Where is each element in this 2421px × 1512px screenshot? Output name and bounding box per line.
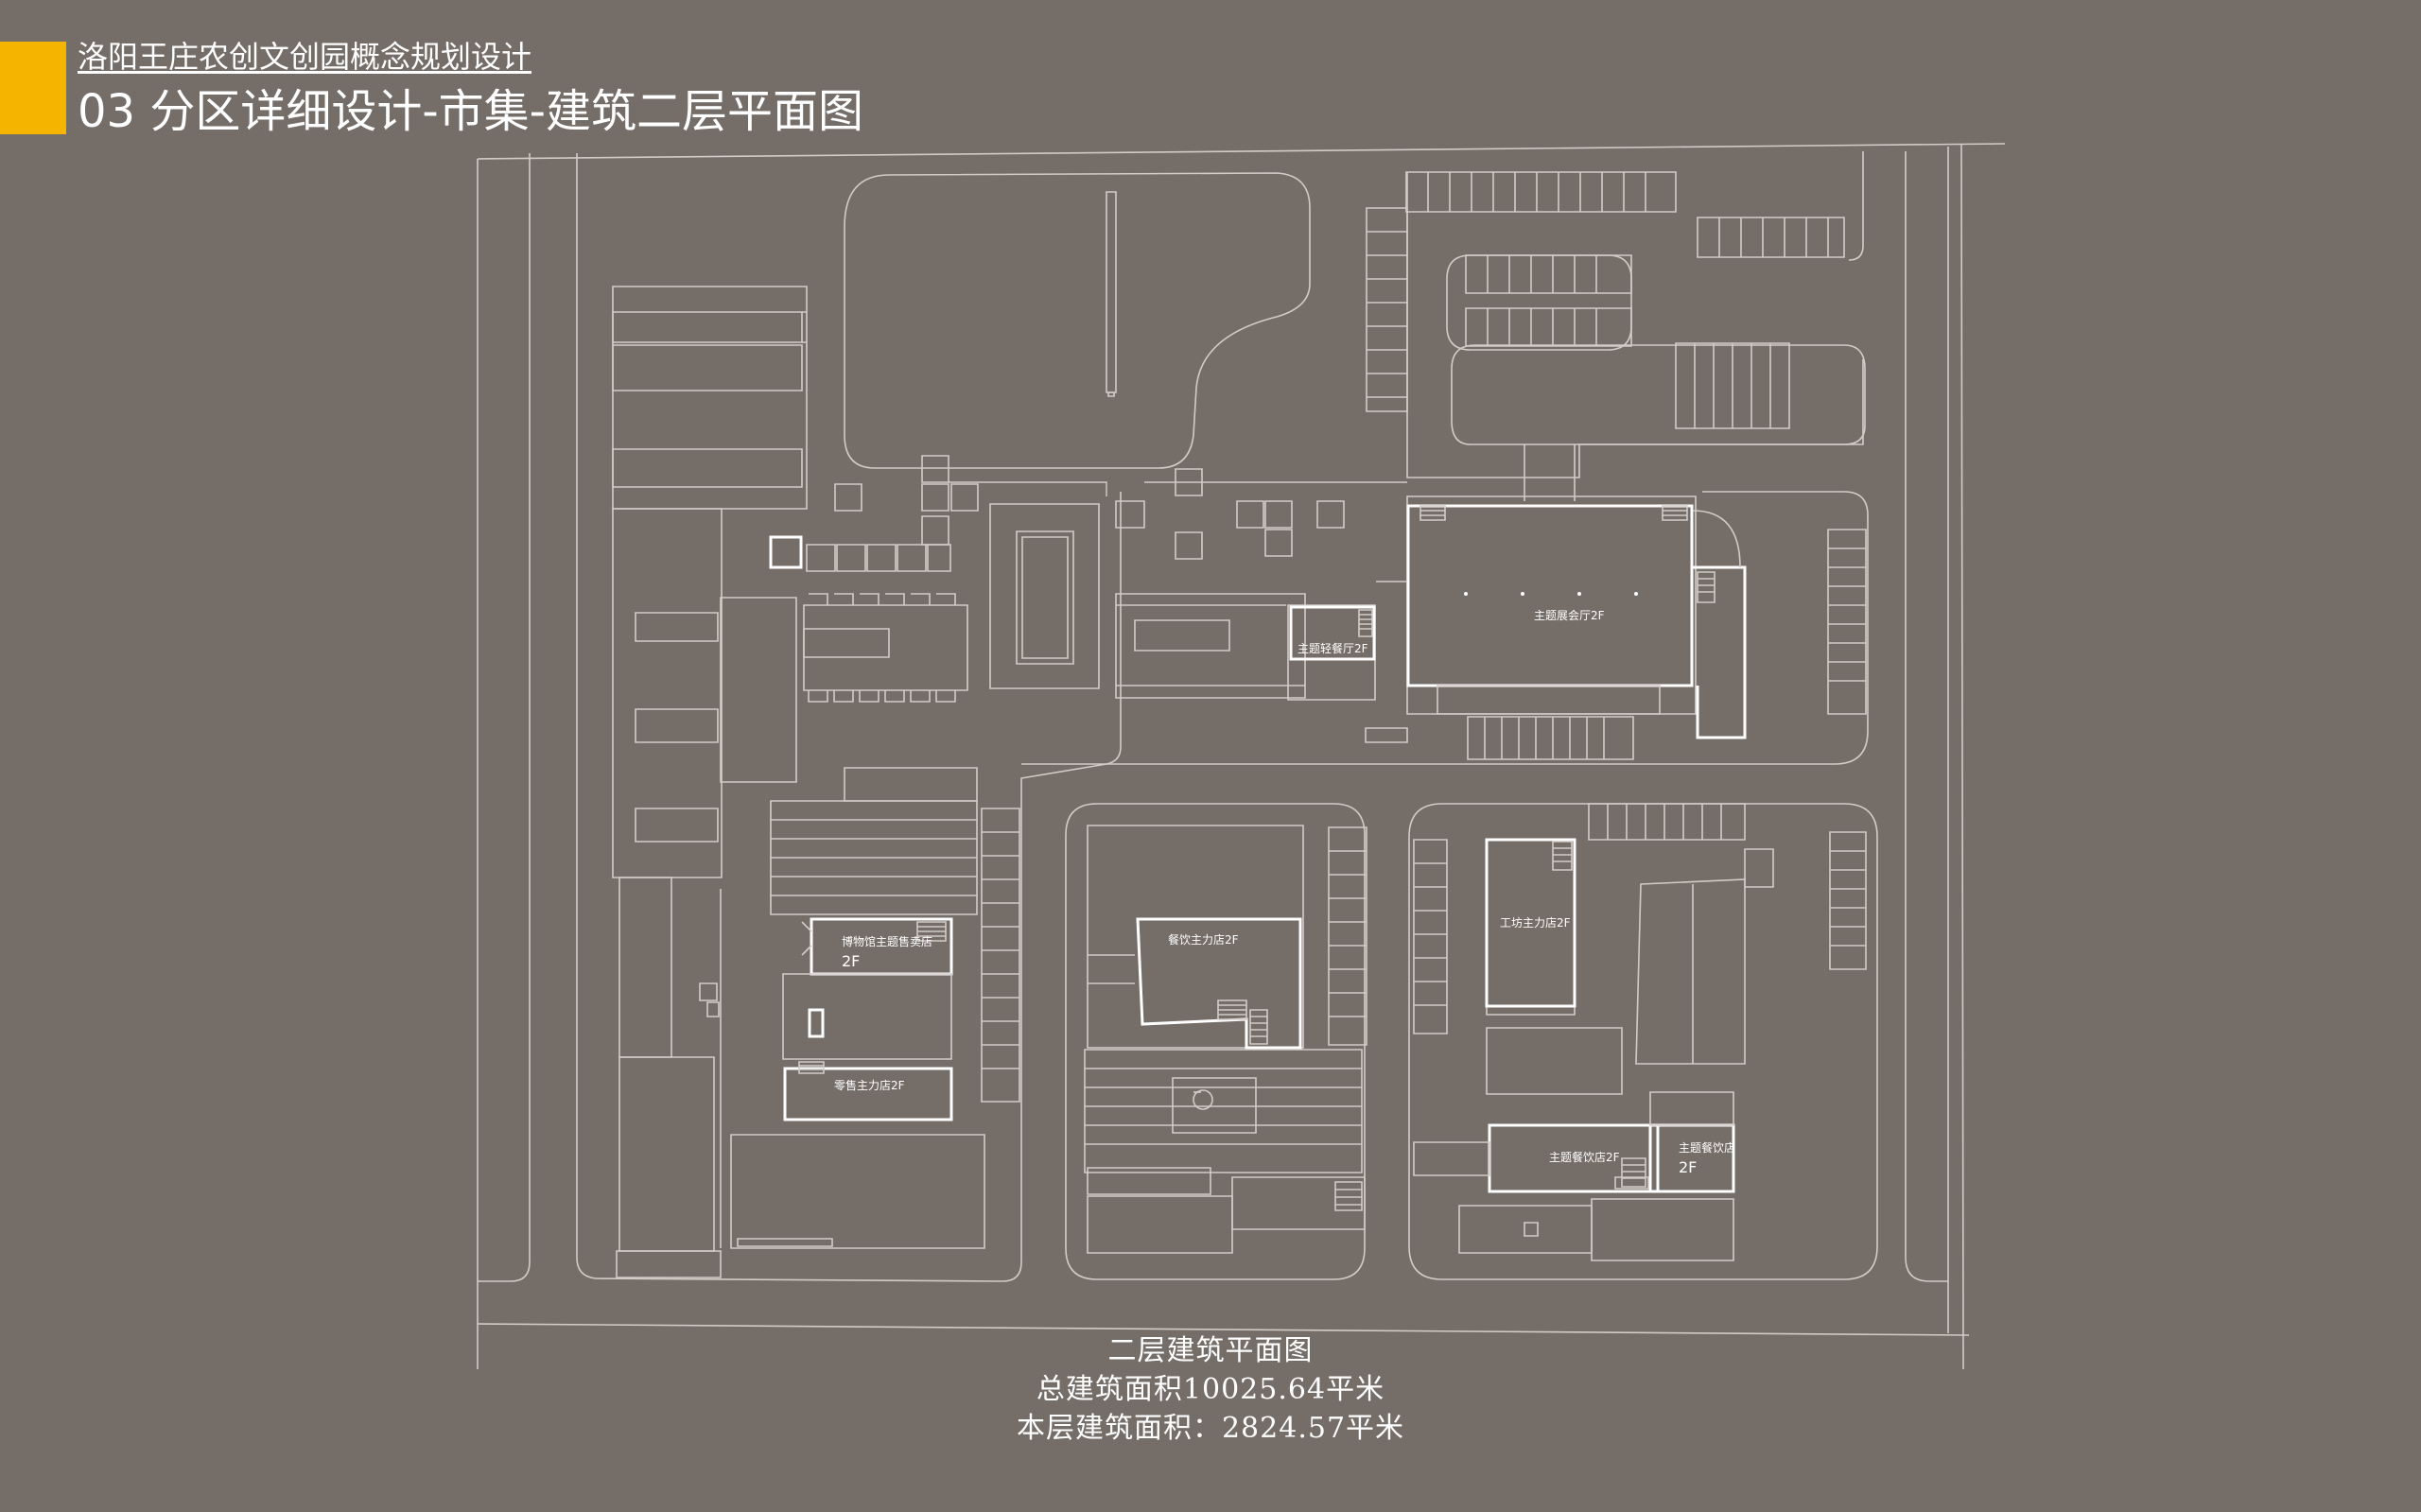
caption-total-area: 总建筑面积10025.64平米 [1036,1373,1385,1406]
pavilion-2f: 主题轻餐厅2F [1288,605,1407,742]
main-hall-label: 主题展会厅2F [1534,609,1605,622]
east-top-label: 工坊主力店2F [1500,915,1571,930]
center-block-2f: 餐饮主力店2F [1085,826,1367,1253]
east-block-2f: 工坊主力店2F 主题餐饮店2F 主题餐饮店 2F [1414,804,1866,1260]
misc-paths [949,482,1407,582]
plaza-kiosks [771,456,1344,571]
east-bottom-label: 主题餐饮店2F [1549,1150,1620,1164]
caption-title: 二层建筑平面图 [1107,1334,1314,1367]
west-block-2f: 博物馆主题售卖店 2F 零售主力店2F [731,768,1019,1248]
center-label: 餐饮主力店2F [1168,932,1239,947]
east-bottom-right-floor: 2F [1679,1158,1697,1176]
lawn [845,173,1310,468]
main-hall-2f: 主题展会厅2F [1407,496,1866,759]
pavilion-label: 主题轻餐厅2F [1298,641,1368,655]
drawing-caption: 二层建筑平面图 总建筑面积10025.64平米 本层建筑面积：2824.57平米 [0,1331,2421,1448]
market-stalls-west [804,504,1305,702]
section-title: 03 分区详细设计-市集-建筑二层平面图 [78,85,863,138]
accent-bar [0,42,66,134]
west-top-floor: 2F [842,952,860,970]
west-strip [613,287,807,1277]
west-top-label: 博物馆主题售卖店 [842,934,932,948]
caption-floor-area: 本层建筑面积：2824.57平米 [1016,1412,1405,1445]
west-bottom-label: 零售主力店2F [834,1078,905,1092]
east-bottom-right-label: 主题餐饮店 [1679,1140,1735,1155]
site-roads [478,144,2005,1369]
parking-north [1367,172,1865,501]
project-title: 洛阳王庄农创文创园概念规划设计 [78,39,532,75]
